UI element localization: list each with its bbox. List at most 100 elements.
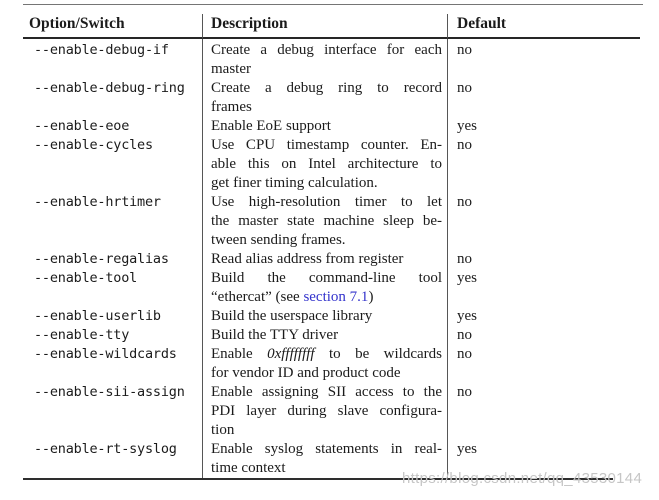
option-switch-text: --enable-tty [34, 327, 130, 343]
option-switch-text: --enable-rt-syslog [34, 441, 177, 457]
option-cell: --enable-tty [23, 326, 202, 345]
option-switch-text: --enable-tool [34, 270, 138, 286]
option-switch-text: --enable-userlib [34, 308, 161, 324]
option-cell: --enable-hrtimer [23, 193, 202, 250]
table-row: --enable-tool Build the command-line too… [23, 269, 640, 307]
default-cell: no [448, 193, 640, 250]
default-value: no [457, 137, 472, 153]
default-cell: yes [448, 307, 640, 326]
default-value: no [457, 80, 472, 96]
text-segment: for vendor ID and product code [211, 365, 401, 381]
default-value: yes [457, 270, 477, 286]
description-line: tween sending frames. [211, 231, 442, 250]
column-header-default: Default [448, 14, 640, 39]
option-switch-text: --enable-debug-ring [34, 80, 185, 96]
description-line: Enable assigning SII access to the [211, 383, 442, 402]
description-line: Read alias address from register [211, 250, 442, 269]
text-segment: Use high-resolution timer to let [211, 194, 442, 210]
description-cell: Create a debug ring to record frames [202, 79, 448, 117]
text-segment: get finer timing calculation. [211, 175, 378, 191]
option-cell: --enable-sii-assign [23, 383, 202, 440]
description-cell: Build the command-line tool“ethercat” (s… [202, 269, 448, 307]
default-cell: no [448, 79, 640, 117]
default-value: no [457, 327, 472, 343]
watermark: https://blog.csdn.net/qq_43530144 [402, 470, 643, 487]
section-7-1-link[interactable]: section 7.1 [303, 289, 369, 305]
description-cell: Use CPU timestamp counter. En-able this … [202, 136, 448, 193]
option-cell: --enable-cycles [23, 136, 202, 193]
description-line: Enable syslog statements in real- [211, 440, 442, 459]
text-segment: Use CPU timestamp counter. En- [211, 137, 442, 153]
description-line: “ethercat” (see section 7.1) [211, 288, 442, 307]
description-line: PDI layer during slave configura- [211, 402, 442, 421]
description-line: the master state machine sleep be- [211, 212, 442, 231]
column-header-description: Description [202, 14, 448, 39]
text-segment: frames [211, 99, 252, 115]
default-value: no [457, 384, 472, 400]
text-segment: Enable EoE support [211, 118, 331, 134]
option-switch-text: --enable-wildcards [34, 346, 177, 362]
option-switch-text: --enable-eoe [34, 118, 130, 134]
table-row: --enable-wildcards Enable 0xffffffff to … [23, 345, 640, 383]
default-cell: yes [448, 269, 640, 307]
table-row: --enable-rt-syslog Enable syslog stateme… [23, 440, 640, 478]
description-line: for vendor ID and product code [211, 364, 442, 383]
text-segment: Enable assigning SII access to the [211, 384, 442, 400]
text-segment: to be wildcards [314, 346, 442, 362]
option-cell: --enable-debug-ring [23, 79, 202, 117]
text-segment: Read alias address from register [211, 251, 404, 267]
text-segment: Build the TTY driver [211, 327, 339, 343]
text-segment: PDI layer during slave configura- [211, 403, 442, 419]
option-switch-text: --enable-sii-assign [34, 384, 185, 400]
text-segment: the master state machine sleep be- [211, 213, 442, 229]
description-cell: Enable 0xffffffff to be wildcards for ven… [202, 345, 448, 383]
option-cell: --enable-regalias [23, 250, 202, 269]
description-line: master [211, 60, 442, 79]
description-line: tion [211, 421, 442, 440]
default-cell: no [448, 326, 640, 345]
table-row: --enable-sii-assign Enable assigning SII… [23, 383, 640, 440]
description-cell: Build the userspace library [202, 307, 448, 326]
text-segment: Enable [211, 346, 268, 362]
description-line: Build the userspace library [211, 307, 442, 326]
default-value: no [457, 42, 472, 58]
text-segment: time context [211, 460, 286, 476]
description-line: Create a debug ring to record [211, 79, 442, 98]
table-top-rule [23, 4, 643, 5]
default-cell: no [448, 383, 640, 440]
description-line: get finer timing calculation. [211, 174, 442, 193]
option-cell: --enable-debug-if [23, 39, 202, 79]
table-row: --enable-regalias Read alias address fro… [23, 250, 640, 269]
text-segment: Create a debug interface for each [211, 42, 442, 58]
default-cell: yes [448, 117, 640, 136]
description-line: time context [211, 459, 442, 478]
document-page: Option/Switch Description Default --enab… [23, 4, 643, 480]
option-cell: --enable-tool [23, 269, 202, 307]
default-cell: yes [448, 440, 640, 478]
default-value: no [457, 251, 472, 267]
table-row: --enable-hrtimer Use high-resolution tim… [23, 193, 640, 250]
description-line: Build the TTY driver [211, 326, 442, 345]
options-table: Option/Switch Description Default --enab… [23, 14, 640, 478]
description-line: able this on Intel architecture to [211, 155, 442, 174]
hex-wildcard-value: 0xffffffff [267, 346, 315, 362]
default-cell: no [448, 345, 640, 383]
text-segment: “ethercat” (see [211, 289, 304, 305]
default-cell: no [448, 136, 640, 193]
option-switch-text: --enable-hrtimer [34, 194, 161, 210]
table-bottom-rule [23, 478, 613, 480]
description-cell: Use high-resolution timer to let the mast… [202, 193, 448, 250]
description-cell: Build the TTY driver [202, 326, 448, 345]
option-cell: --enable-userlib [23, 307, 202, 326]
option-cell: --enable-eoe [23, 117, 202, 136]
default-value: no [457, 194, 472, 210]
text-segment: Create a debug ring to record [211, 80, 442, 96]
text-segment: master [211, 61, 251, 77]
option-switch-text: --enable-cycles [34, 137, 153, 153]
text-segment: Build the userspace library [211, 308, 373, 324]
description-line: Enable EoE support [211, 117, 442, 136]
column-header-option-switch: Option/Switch [23, 14, 202, 39]
text-segment: tion [211, 422, 235, 438]
description-cell: Enable EoE support [202, 117, 448, 136]
table-row: --enable-tty Build the TTY driver no [23, 326, 640, 345]
